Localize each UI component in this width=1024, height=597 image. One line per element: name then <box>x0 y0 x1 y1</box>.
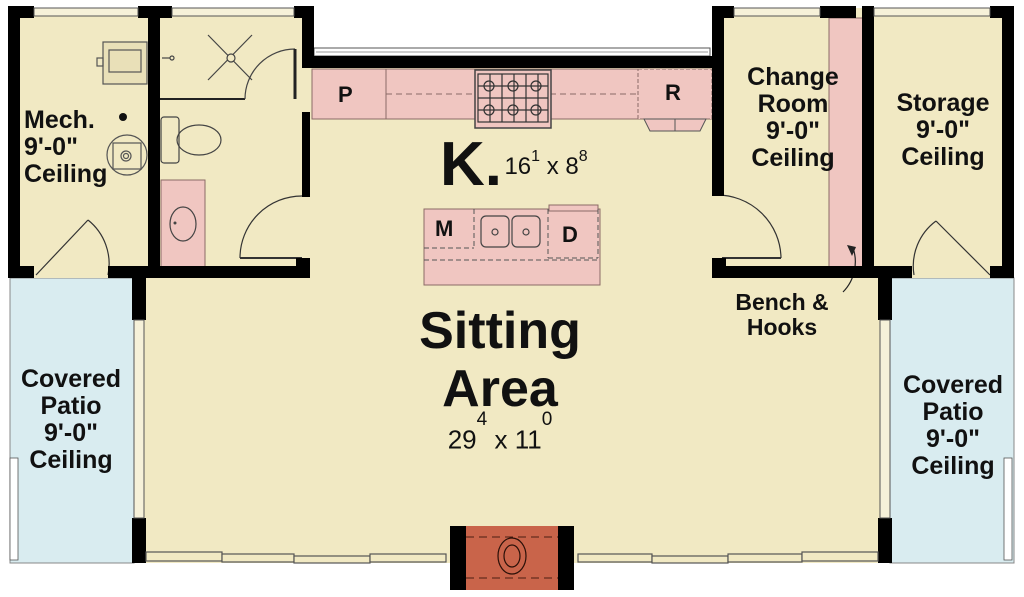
mech-name: Mech. <box>24 106 95 134</box>
double-sink-icon <box>480 215 541 248</box>
walls <box>8 6 1014 563</box>
door-swings <box>35 194 991 276</box>
mech-ceiling-label: Ceiling <box>24 160 108 188</box>
bottom-sliding-doors <box>145 551 879 564</box>
fireplace-icon <box>450 526 574 590</box>
vanity-sink-icon <box>160 179 206 269</box>
refrigerator-icon <box>637 68 713 132</box>
kitchen-abbr: K. <box>440 130 502 199</box>
shower-icon <box>160 34 297 100</box>
bench-with-hooks <box>828 17 868 269</box>
patio-screens <box>9 457 1013 561</box>
kitchen-island <box>423 204 601 286</box>
refrigerator-label: R <box>665 80 681 105</box>
room-label-sitting-area: Sitting Area 294 x 110 <box>380 302 620 454</box>
water-heater-icon <box>106 134 148 176</box>
patio-left-floor <box>9 277 135 564</box>
kitchen-dimensions: 161 x 88 <box>504 148 588 180</box>
microwave-label: M <box>435 216 454 241</box>
room-label-mech: Mech. 9'-0" Ceiling <box>18 107 138 188</box>
pantry-label: P <box>338 82 353 107</box>
room-label-change-room: Change Room 9'-0" Ceiling <box>747 63 839 172</box>
room-label-patio-left: Covered Patio 9'-0" Ceiling <box>20 365 122 474</box>
room-label-patio-right: Covered Patio 9'-0" Ceiling <box>902 371 1004 480</box>
range-cooktop-icon <box>474 69 552 129</box>
mech-equipment-icon <box>96 41 148 85</box>
mech-ceiling: 9'-0" <box>24 133 78 161</box>
room-label-storage: Storage 9'-0" Ceiling <box>896 89 990 171</box>
room-label-kitchen: K. 161 x 88 <box>440 130 588 199</box>
dishwasher-label: D <box>562 222 578 247</box>
bench-hooks-annotation: Bench & Hooks <box>735 289 829 340</box>
toilet-icon <box>160 116 222 164</box>
windows <box>33 7 991 519</box>
mech-dot <box>119 113 127 121</box>
patio-right-floor <box>889 277 1015 564</box>
sitting-area-dimensions: 294 x 110 <box>447 409 553 456</box>
